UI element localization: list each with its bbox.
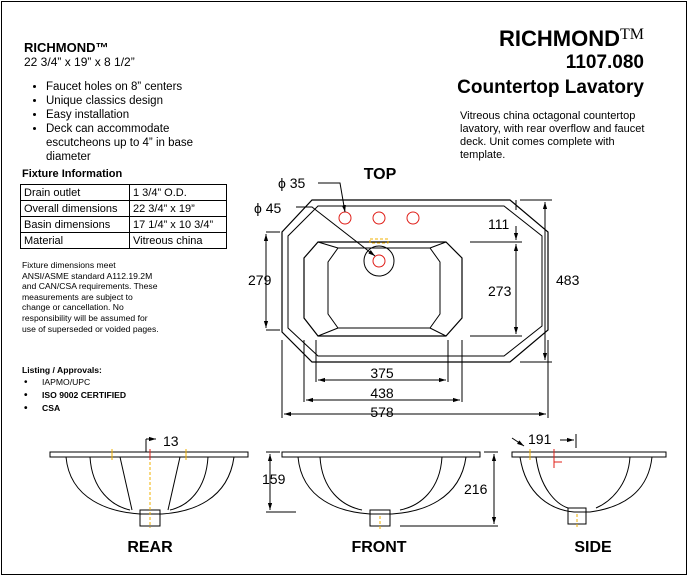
bullet-icon: •	[24, 403, 28, 414]
model-number: 1107.080	[565, 52, 644, 73]
side-offset-dimension: 191	[528, 431, 552, 447]
rim-length-dimension: 438	[370, 385, 394, 401]
model-description: Countertop Lavatory	[457, 77, 644, 98]
listing-label: CSA	[42, 403, 61, 413]
feature-list: Faucet holes on 8” centers Unique classi…	[26, 80, 236, 164]
rear-rim-dimension: 13	[163, 433, 179, 449]
product-dimensions: 22 3/4” x 19” x 8 1/2”	[24, 55, 135, 69]
overall-width-dimension: 483	[556, 272, 580, 288]
feature-item: Deck can accommodate escutcheons up to 4…	[46, 122, 236, 164]
row-label: Drain outlet	[20, 184, 130, 201]
feature-item: Unique classics design	[46, 94, 236, 108]
side-view	[511, 434, 667, 528]
overall-height-dimension: 216	[464, 481, 488, 497]
listing-item: • ISO 9002 CERTIFIED	[24, 389, 126, 402]
rear-view-label: REAR	[127, 539, 173, 556]
listings-list: • IAPMO/UPC • ISO 9002 CERTIFIED • CSA	[24, 376, 126, 415]
feature-item: Easy installation	[46, 108, 236, 122]
product-name: RICHMOND™	[24, 40, 109, 55]
basin-width-dimension: 273	[488, 283, 512, 299]
model-title: RICHMONDTM	[499, 26, 644, 52]
product-description: Vitreous china octagonal countertop lava…	[460, 110, 645, 161]
fixture-info-title: Fixture Information	[22, 168, 123, 180]
bullet-icon: •	[24, 377, 28, 388]
listing-item: • CSA	[24, 402, 126, 415]
top-view-label: TOP	[364, 166, 397, 183]
deck-depth-dimension: 111	[488, 216, 509, 232]
basin-depth-width-dimension: 375	[370, 365, 394, 381]
feature-item: Faucet holes on 8” centers	[46, 80, 236, 94]
row-value: 22 3/4” x 19”	[129, 200, 227, 217]
faucet-hole-dimension: ϕ 35	[278, 175, 306, 191]
top-view	[263, 182, 552, 418]
row-value: Vitreous china	[129, 232, 227, 249]
listings-title: Listing / Approvals:	[22, 365, 102, 375]
overall-length-dimension: 578	[370, 404, 394, 420]
front-view-label: FRONT	[351, 539, 406, 556]
rear-view	[49, 436, 249, 528]
trademark-mark: TM	[620, 26, 644, 43]
row-value: 17 1/4” x 10 3/4”	[129, 216, 227, 233]
row-label: Basin dimensions	[20, 216, 130, 233]
front-height-dimension: 159	[262, 471, 286, 487]
listing-label: IAPMO/UPC	[42, 377, 91, 387]
basin-length-dimension: 279	[248, 272, 272, 288]
drain-dimension: ϕ 45	[254, 200, 282, 216]
disclaimer-text: Fixture dimensions meet ANSI/ASME standa…	[22, 260, 159, 334]
listing-item: • IAPMO/UPC	[24, 376, 126, 389]
bullet-icon: •	[24, 390, 28, 401]
model-name: RICHMOND	[499, 26, 620, 51]
front-view	[266, 451, 498, 530]
side-view-label: SIDE	[574, 539, 612, 556]
listing-label: ISO 9002 CERTIFIED	[42, 390, 127, 400]
